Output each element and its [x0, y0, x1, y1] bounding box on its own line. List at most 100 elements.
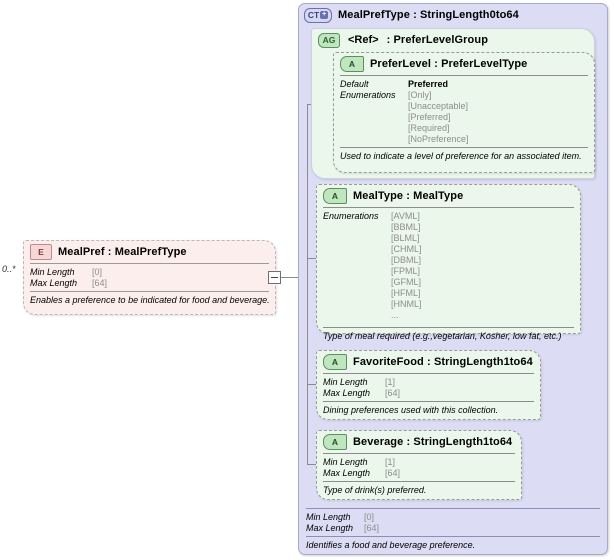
facet-label: Min Length	[323, 377, 368, 387]
element-mealpref-title: MealPref : MealPrefType	[58, 246, 187, 258]
enumeration-value: [BBML]	[391, 222, 421, 232]
facet-value: [1]	[385, 457, 396, 467]
enumeration-values: [AVML] [BBML] [BLML] [CHML] [DBML] [FPML…	[391, 211, 422, 321]
divider	[323, 207, 574, 208]
facet-label: Min Length	[323, 457, 368, 467]
element-mealpref-header: E MealPref : MealPrefType	[24, 241, 275, 263]
connector-line	[276, 277, 290, 278]
element-mealpref-description: Enables a preference to be indicated for…	[30, 295, 270, 305]
enumeration-value: [CHML]	[391, 244, 422, 254]
complextype-icon: CT+	[304, 7, 332, 23]
attribute-preferlevel-header: A PreferLevel : PreferLevelType	[334, 53, 594, 75]
facet-row: Max Length [64]	[306, 523, 600, 534]
complextype-header: CT+ MealPrefType : StringLength0to64	[304, 5, 604, 25]
attribute-favoritefood-description: Dining preferences used with this collec…	[323, 405, 499, 415]
facet-row-enumerations: Enumerations [AVML] [BBML] [BLML] [CHML]…	[323, 211, 574, 321]
attribute-icon: A	[323, 354, 347, 370]
enumeration-value: [Only]	[408, 90, 432, 100]
attribute-preferlevel-description: Used to indicate a level of preference f…	[340, 151, 582, 161]
enumeration-value: [GFML]	[391, 277, 422, 287]
facet-label: Max Length	[323, 388, 371, 398]
attribute-favoritefood-facets: Min Length [1] Max Length [64]	[317, 374, 540, 401]
attribute-icon: A	[340, 56, 364, 72]
facet-value: [0]	[92, 267, 103, 277]
facet-row-enumerations: Enumerations [Only] [Unacceptable] [Pref…	[340, 90, 588, 145]
attributegroup-icon: AG	[318, 32, 340, 48]
facet-row: Min Length [1]	[323, 377, 534, 388]
facet-row: Min Length [0]	[30, 267, 269, 278]
attribute-favoritefood-title: FavoriteFood : StringLength1to64	[353, 356, 533, 368]
facet-label: Min Length	[306, 512, 351, 522]
tree-trunk-line	[307, 104, 308, 464]
attribute-beverage-title: Beverage : StringLength1to64	[353, 436, 513, 448]
attribute-preferlevel-title: PreferLevel : PreferLevelType	[370, 58, 528, 70]
facet-label: Min Length	[30, 267, 75, 277]
enumeration-value: [DBML]	[391, 255, 422, 265]
enumeration-value: [HNML]	[391, 299, 422, 309]
divider	[30, 263, 269, 264]
attribute-mealtype-facets: Enumerations [AVML] [BBML] [BLML] [CHML]…	[317, 208, 580, 323]
facet-label: Max Length	[30, 278, 78, 288]
attribute-beverage-facets: Min Length [1] Max Length [64]	[317, 454, 521, 481]
complextype-title: MealPrefType : StringLength0to64	[338, 9, 519, 21]
attribute-preferlevel-facets: Default Preferred Enumerations [Only] [U…	[334, 76, 594, 147]
attributegroup-title: : PreferLevelGroup	[386, 34, 489, 46]
element-mealpref-box[interactable]: E MealPref : MealPrefType Min Length [0]…	[23, 240, 276, 315]
complextype-icon-label: CT	[307, 9, 320, 20]
facet-value: Preferred	[408, 79, 449, 89]
divider	[323, 373, 534, 374]
enumeration-value: ...	[391, 310, 399, 320]
facet-value: [64]	[364, 523, 380, 533]
enumeration-value: [BLML]	[391, 233, 420, 243]
divider	[340, 147, 588, 148]
complextype-facets: Min Length [0] Max Length [64]	[300, 509, 606, 536]
element-mealpref-facets: Min Length [0] Max Length [64]	[24, 264, 275, 291]
enumeration-values: [Only] [Unacceptable] [Preferred] [Requi…	[408, 90, 469, 145]
facet-value: [64]	[385, 388, 401, 398]
tree-branch-line	[307, 384, 317, 385]
enumeration-value: [Preferred]	[408, 112, 451, 122]
enumeration-value: [AVML]	[391, 211, 420, 221]
divider	[323, 327, 574, 328]
facet-value: [64]	[92, 278, 108, 288]
facet-label: Max Length	[323, 468, 371, 478]
divider	[306, 536, 600, 537]
enumeration-value: [HFML]	[391, 288, 421, 298]
attribute-icon: A	[323, 188, 347, 204]
attribute-mealtype-header: A MealType : MealType	[317, 185, 580, 207]
facet-row: Max Length [64]	[323, 388, 534, 399]
divider	[323, 401, 534, 402]
attribute-preferlevel-box[interactable]: A PreferLevel : PreferLevelType Default …	[333, 52, 595, 173]
enumeration-value: [NoPreference]	[408, 134, 469, 144]
facet-label: Enumerations	[323, 211, 379, 221]
facet-row: Min Length [0]	[306, 512, 600, 523]
attribute-favoritefood-box[interactable]: A FavoriteFood : StringLength1to64 Min L…	[316, 350, 541, 420]
attribute-beverage-box[interactable]: A Beverage : StringLength1to64 Min Lengt…	[316, 430, 522, 500]
enumeration-value: [Required]	[408, 123, 450, 133]
divider	[30, 291, 269, 292]
attribute-beverage-header: A Beverage : StringLength1to64	[317, 431, 521, 453]
facet-row: Default Preferred	[340, 79, 588, 90]
attribute-mealtype-box[interactable]: A MealType : MealType Enumerations [AVML…	[316, 184, 581, 341]
tree-branch-line	[307, 464, 317, 465]
complextype-footer: Min Length [0] Max Length [64] Identifie…	[300, 508, 606, 555]
attributegroup-header: AG <Ref> : PreferLevelGroup	[318, 30, 588, 50]
attribute-favoritefood-header: A FavoriteFood : StringLength1to64	[317, 351, 540, 373]
facet-label: Max Length	[306, 523, 354, 533]
attribute-mealtype-description: Type of meal required (e.g.,vegetarian, …	[323, 331, 562, 341]
divider	[340, 75, 588, 76]
facet-label: Default	[340, 79, 369, 89]
facet-value: [0]	[364, 512, 375, 522]
attributegroup-ref-label: <Ref>	[348, 34, 379, 46]
divider	[323, 453, 515, 454]
facet-row: Max Length [64]	[323, 468, 515, 479]
enumeration-value: [Unacceptable]	[408, 101, 469, 111]
complextype-description: Identifies a food and beverage preferenc…	[306, 540, 476, 550]
tree-branch-line	[307, 258, 317, 259]
minus-expander-icon[interactable]	[268, 271, 281, 284]
divider	[323, 481, 515, 482]
attribute-beverage-description: Type of drink(s) preferred.	[323, 485, 427, 495]
plus-icon[interactable]: +	[320, 11, 329, 19]
divider	[306, 508, 600, 509]
enumeration-value: [FPML]	[391, 266, 421, 276]
